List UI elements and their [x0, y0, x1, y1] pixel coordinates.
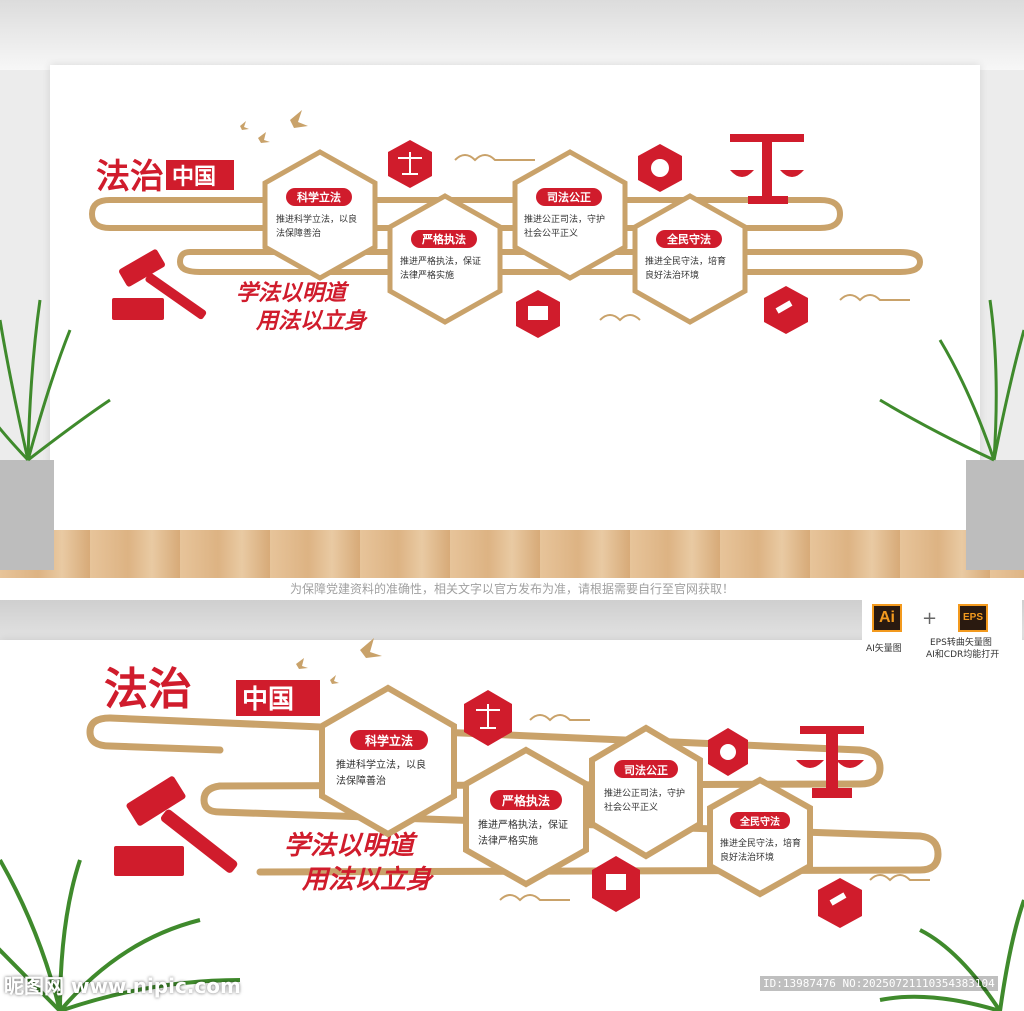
wood-floor: [0, 530, 1024, 578]
watermark-id: ID:13987476 NO:20250721110354383104: [760, 976, 998, 991]
card-desc-1: 推进科学立法，以良: [336, 758, 426, 771]
card-science-legislation: 科学立法 推进科学立法，以良 法保障善治: [262, 149, 378, 281]
gold-rails: [88, 197, 924, 275]
card-label: 科学立法: [297, 190, 341, 204]
gold-rails: [86, 714, 942, 876]
gavel-icon: [764, 286, 808, 334]
wall-title-fa: 法治: [104, 664, 192, 715]
card-desc-1: 推进全民守法，培育: [645, 255, 726, 267]
plant-icon: [879, 299, 1024, 570]
birds-icon: [240, 110, 308, 143]
ceiling: [0, 0, 1024, 70]
scales-icon: [388, 140, 432, 188]
card-law-abiding: 全民守法 推进全民守法，培育 良好法治环境: [632, 193, 748, 325]
card-science-legislation: 科学立法 推进科学立法，以良 法保障善治: [319, 684, 457, 838]
plus-icon: +: [922, 608, 938, 629]
watermark-site: 昵图网 www.nipic.com: [4, 974, 241, 998]
gavel-icon: [112, 249, 207, 320]
card-desc-2: 法律严格实施: [478, 834, 538, 847]
card-label: 全民守法: [666, 232, 711, 246]
title-box: [236, 680, 320, 716]
xiezhi-icon: [592, 856, 640, 912]
card-strict-enforcement: 严格执法 推进严格执法，保证 法律严格实施: [387, 193, 503, 325]
card-desc-2: 良好法治环境: [720, 851, 774, 863]
wall-artwork: 法治 中国 学法以明道 用法以立身 科学立法 推进科学立法，以良 法保障善治 严…: [0, 110, 1024, 570]
card-label: 全民守法: [739, 815, 780, 828]
mockup-bottom: 法治 中国 学法以明道 用法以立身 科学立法 推进科学立法，以良 法保障善治 严…: [0, 600, 1024, 1011]
wall-title-zg: 中国: [172, 165, 216, 190]
scales-icon: [730, 134, 804, 204]
cloud-pattern-icon: [499, 714, 930, 902]
card-label: 严格执法: [501, 793, 550, 808]
format-badges: Ai + EPS AI矢量图 EPS转曲矢量图 AI和CDR均能打开: [862, 600, 1022, 666]
card-desc-2: 法律严格实施: [400, 269, 454, 281]
cloud-pattern-icon: [454, 154, 910, 322]
card-desc-2: 良好法治环境: [645, 269, 699, 281]
xiezhi-icon: [638, 144, 682, 192]
card-desc-1: 推进科学立法，以良: [276, 213, 357, 225]
card-label: 司法公正: [624, 763, 668, 777]
wall-title-fa: 法治: [96, 157, 164, 197]
card-desc-1: 推进严格执法，保证: [400, 255, 481, 267]
card-desc-2: 社会公平正义: [604, 801, 658, 813]
eps-format-icon: EPS: [958, 604, 988, 632]
gavel-icon: [818, 878, 862, 928]
notice-text: 为保障党建资料的准确性，相关文字以官方发布为准，请根据需要自行至官网获取！: [0, 578, 1024, 600]
card-label: 科学立法: [365, 733, 413, 748]
slogan-line-2: 用法以立身: [255, 308, 368, 334]
card-judicial-justice: 司法公正 推进公正司法，守护 社会公平正义: [512, 149, 628, 281]
plant-icon: [0, 859, 241, 1011]
card-law-abiding: 全民守法 推进全民守法，培育 良好法治环境: [707, 776, 813, 898]
ai-format-icon: Ai: [872, 604, 902, 632]
card-desc-1: 推进公正司法，守护: [604, 787, 685, 799]
slogan-line-2: 用法以立身: [301, 865, 435, 895]
eps-caption-2: AI和CDR均能打开: [926, 650, 1000, 660]
mockup-top: 法治 中国 学法以明道 用法以立身 科学立法 推进科学立法，以良 法保障善治 严…: [0, 0, 1024, 578]
card-desc-2: 法保障善治: [276, 227, 321, 239]
card-strict-enforcement: 严格执法 推进严格执法，保证 法律严格实施: [463, 746, 589, 888]
scales-icon: [796, 726, 864, 798]
card-desc-2: 社会公平正义: [524, 227, 578, 239]
eps-caption-1: EPS转曲矢量图: [930, 638, 992, 648]
wall-artwork-perspective: 法治 中国 学法以明道 用法以立身 科学立法 推进科学立法，以良 法保障善治 严…: [0, 638, 1024, 1011]
scales-icon: [464, 690, 512, 746]
card-desc-1: 推进严格执法，保证: [478, 818, 568, 831]
card-desc-2: 法保障善治: [336, 774, 386, 787]
birds-icon: [296, 638, 382, 684]
ai-caption: AI矢量图: [866, 644, 902, 654]
wall-title-zg: 中国: [242, 685, 294, 715]
gavel-icon: [114, 776, 238, 876]
slogan-line-1: 学法以明道: [284, 831, 418, 861]
xiezhi-icon: [708, 728, 748, 776]
card-desc-1: 推进全民守法，培育: [720, 837, 801, 849]
display-wall: [50, 65, 980, 535]
slogan-line-1: 学法以明道: [236, 280, 350, 306]
title-box: [166, 160, 234, 190]
card-label: 严格执法: [421, 232, 466, 246]
xiezhi-icon: [516, 290, 560, 338]
card-label: 司法公正: [547, 190, 591, 204]
plant-icon: [0, 299, 111, 570]
plant-icon: [879, 899, 1024, 1011]
card-judicial-justice: 司法公正 推进公正司法，守护 社会公平正义: [589, 724, 703, 860]
card-desc-1: 推进公正司法，守护: [524, 213, 605, 225]
